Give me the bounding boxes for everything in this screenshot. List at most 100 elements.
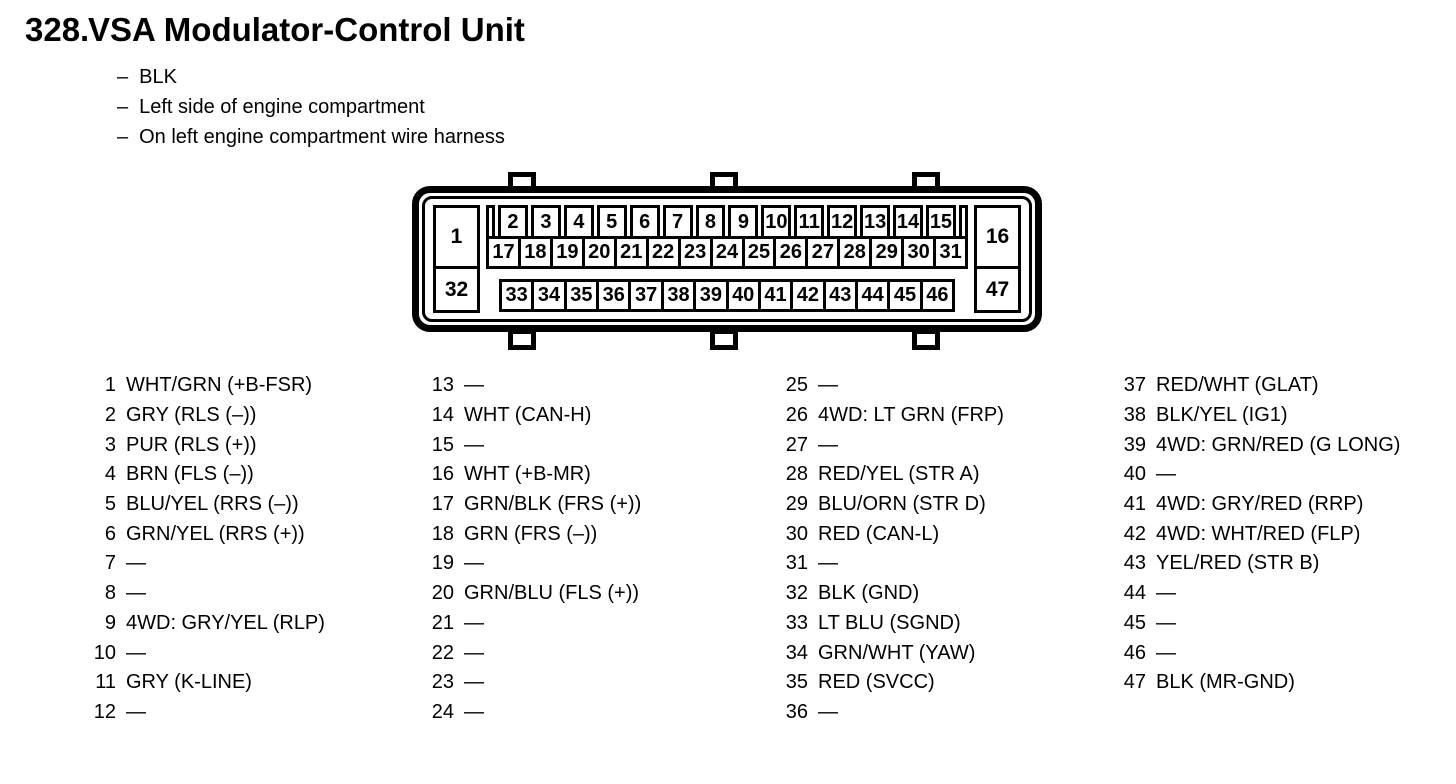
pin-number: 33: [785, 611, 808, 634]
pin-number: 31: [785, 552, 808, 575]
connector-pin-cell-17: 17: [486, 236, 521, 269]
pin-description: —: [464, 374, 484, 397]
pin-number: 15: [431, 433, 454, 456]
connector-pin-cell-19: 19: [549, 236, 585, 269]
connector-pin-cell-29: 29: [869, 236, 905, 269]
page-title: 328. VSA Modulator-Control Unit: [25, 12, 525, 48]
pin-description: WHT/GRN (+B-FSR): [126, 374, 313, 397]
section-title: VSA Modulator-Control Unit: [88, 11, 525, 48]
connector-key-tab: [912, 329, 940, 350]
connector-left-column: 1 32: [433, 205, 480, 313]
pin-number: 5: [104, 493, 116, 516]
pin-number: 30: [785, 522, 808, 545]
pin-number: 16: [431, 463, 454, 486]
pin-description: —: [464, 611, 484, 634]
connector-pin-cell-11: 11: [794, 205, 825, 239]
pin-description: —: [126, 700, 146, 723]
pin-number: 34: [785, 641, 808, 664]
connector-pin-cell-47: 47: [974, 266, 1021, 313]
pin-number: 39: [1123, 433, 1146, 456]
connector-pin-cell-42: 42: [790, 279, 826, 312]
pin-description: RED (CAN-L): [818, 522, 940, 545]
connector-pin-cell-43: 43: [822, 279, 858, 312]
pin-number: 27: [785, 433, 808, 456]
pin-description: GRY (RLS (–)): [126, 404, 257, 427]
pin-description: BLK/YEL (IG1): [1156, 404, 1288, 427]
pin-number: 44: [1123, 582, 1146, 605]
pin-description: —: [818, 374, 838, 397]
note-dash: –: [117, 126, 129, 148]
pin-description: GRN/BLK (FRS (+)): [464, 493, 642, 516]
pin-number: 1: [104, 374, 116, 397]
connector-key-tab: [508, 329, 536, 350]
pin-description: —: [464, 641, 484, 664]
connector-blank-cell: [486, 205, 495, 239]
pin-list-row: 44—: [1118, 579, 1400, 609]
pin-description: RED/YEL (STR A): [818, 463, 980, 486]
pin-number: 28: [785, 463, 808, 486]
pin-number: 2: [104, 404, 116, 427]
pin-description: —: [1156, 463, 1176, 486]
pin-number: 46: [1123, 641, 1146, 664]
connector-pin-cell-15: 15: [925, 205, 956, 239]
connector-pin-cell-30: 30: [901, 236, 937, 269]
pin-number: 18: [431, 522, 454, 545]
pin-number: 20: [431, 582, 454, 605]
pin-description: —: [464, 700, 484, 723]
pin-number: 19: [431, 552, 454, 575]
connector-pin-cell-38: 38: [660, 279, 697, 312]
connector-pin-cell-16: 16: [974, 205, 1021, 269]
pin-number: 22: [431, 641, 454, 664]
connector-pin-cell-31: 31: [933, 236, 969, 269]
pin-description: GRY (K-LINE): [126, 671, 252, 694]
pin-description: 4WD: GRY/RED (RRP): [1156, 493, 1364, 516]
connector-blank-cell: [958, 205, 968, 239]
connector-pin-cell-2: 2: [498, 205, 528, 239]
pin-number: 38: [1123, 404, 1146, 427]
pin-number: 40: [1123, 463, 1146, 486]
pin-number: 42: [1123, 522, 1146, 545]
connector-pin-cell-44: 44: [854, 279, 891, 312]
pin-list-row: 31—: [780, 549, 1004, 579]
pin-number: 43: [1123, 552, 1146, 575]
connector-pin-cell-8: 8: [695, 205, 726, 239]
pin-description: —: [818, 433, 838, 456]
connector-pin-cell-40: 40: [725, 279, 761, 312]
pin-list-row: 12—: [88, 698, 325, 728]
pin-number: 37: [1123, 374, 1146, 397]
connector-pin-cell-46: 46: [919, 279, 956, 312]
pin-number: 13: [431, 374, 454, 397]
note-line: –On left engine compartment wire harness: [117, 122, 505, 152]
pin-list-row: 27 —: [780, 430, 1004, 460]
pin-list-row: 30 RED (CAN-L): [780, 519, 1004, 549]
connector-pin-cell-45: 45: [887, 279, 923, 312]
connector-pin-cell-41: 41: [757, 279, 794, 312]
pin-description: —: [464, 433, 484, 456]
note-line: –Left side of engine compartment: [117, 92, 505, 122]
pin-description: —: [126, 582, 146, 605]
connector-pin-cell-33: 33: [499, 279, 535, 312]
pin-number: 23: [431, 671, 454, 694]
connector-pin-cell-22: 22: [645, 236, 681, 269]
connector-pin-cell-10: 10: [761, 205, 792, 239]
pin-description: BLU/ORN (STR D): [818, 493, 986, 516]
